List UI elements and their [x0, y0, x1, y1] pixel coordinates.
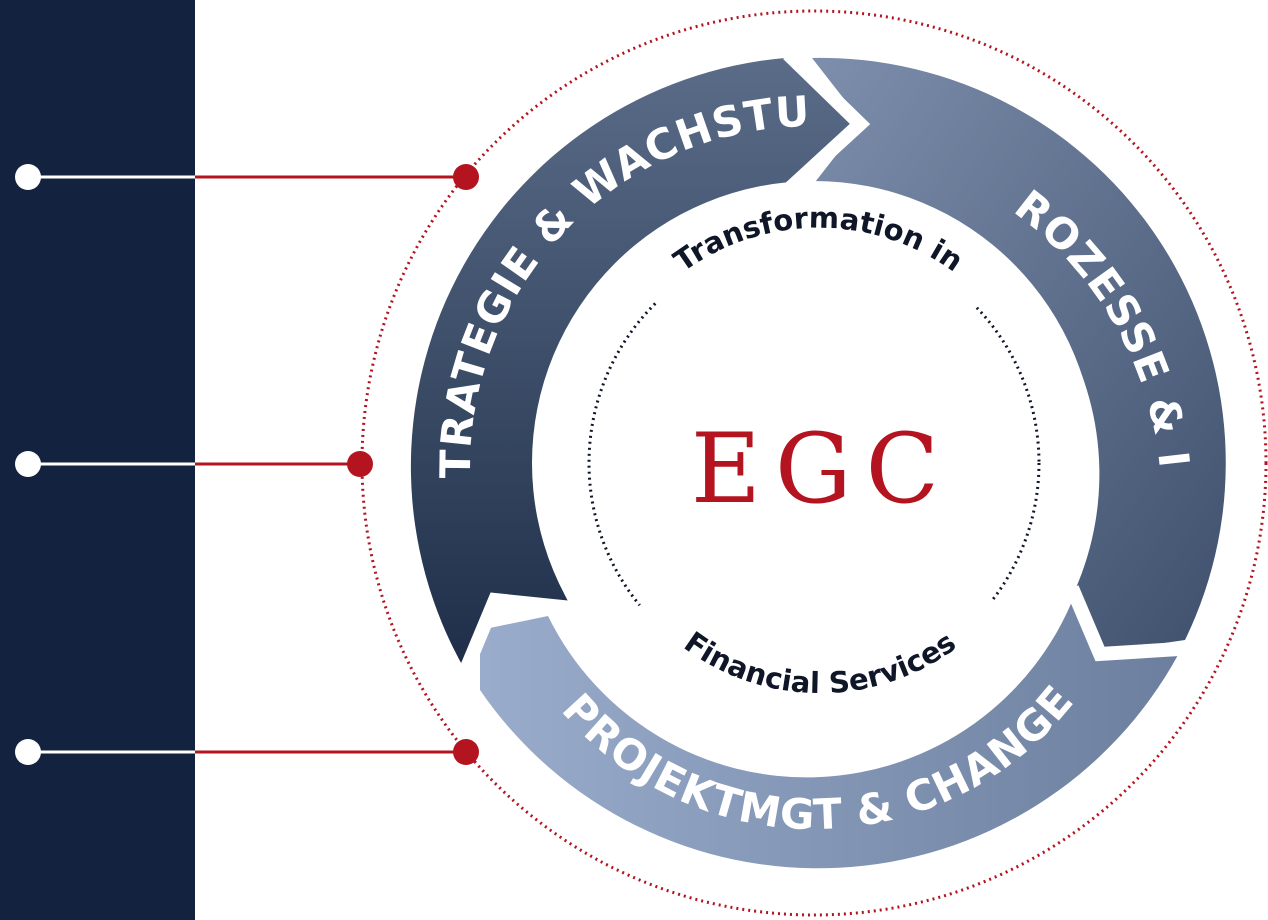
divider-top [783, 48, 871, 196]
connector-start-dot [15, 164, 41, 190]
segment-projektmgt-change [480, 594, 1178, 869]
inner-disk [532, 181, 1096, 745]
divider-left [458, 592, 573, 675]
connector-prozesse [15, 451, 373, 477]
connector-end-dot [347, 451, 373, 477]
connector-end-dot [453, 739, 479, 765]
segment-strategie-wachstum [410, 58, 860, 670]
connector-strategie [15, 164, 479, 190]
inner-dotted-ring [587, 236, 1041, 690]
segment-prozesse-it [812, 57, 1226, 652]
egc-logo: EGC [691, 413, 953, 525]
connector-projekt [15, 739, 479, 765]
connector-start-dot [15, 451, 41, 477]
divider-right [1065, 585, 1196, 662]
outer-dotted-ring [360, 9, 1268, 917]
connector-start-dot [15, 739, 41, 765]
connector-end-dot [453, 164, 479, 190]
